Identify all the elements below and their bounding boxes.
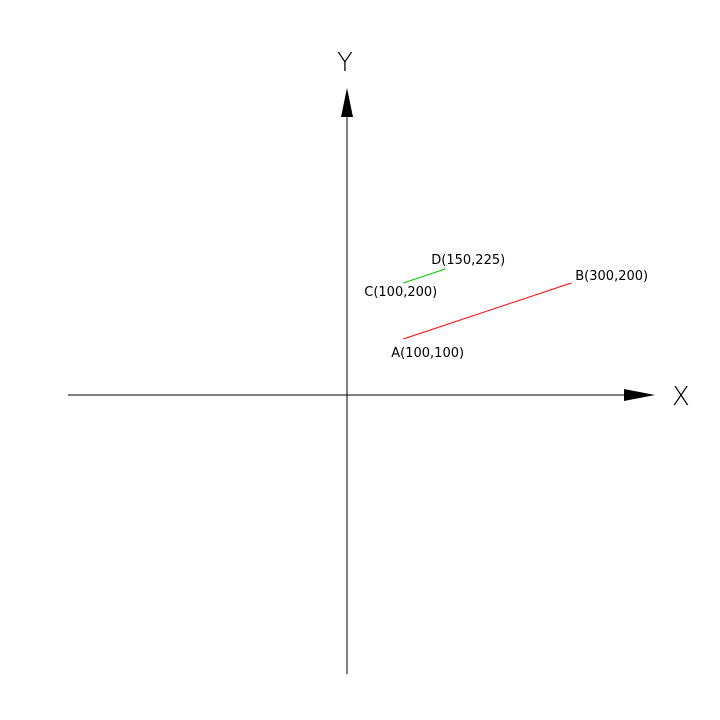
y-axis-arrowhead [341, 88, 353, 117]
segment-cd [403, 268, 446, 284]
point-a-label: A(100,100) [391, 346, 464, 361]
segment-ab [403, 282, 572, 340]
point-c-label: C(100,200) [364, 285, 437, 300]
y-axis-label: Y [337, 48, 353, 78]
x-axis-arrowhead [624, 389, 655, 401]
x-axis-label: X [672, 382, 690, 412]
point-d-label: D(150,225) [431, 253, 505, 268]
point-b-label: B(300,200) [575, 269, 648, 284]
